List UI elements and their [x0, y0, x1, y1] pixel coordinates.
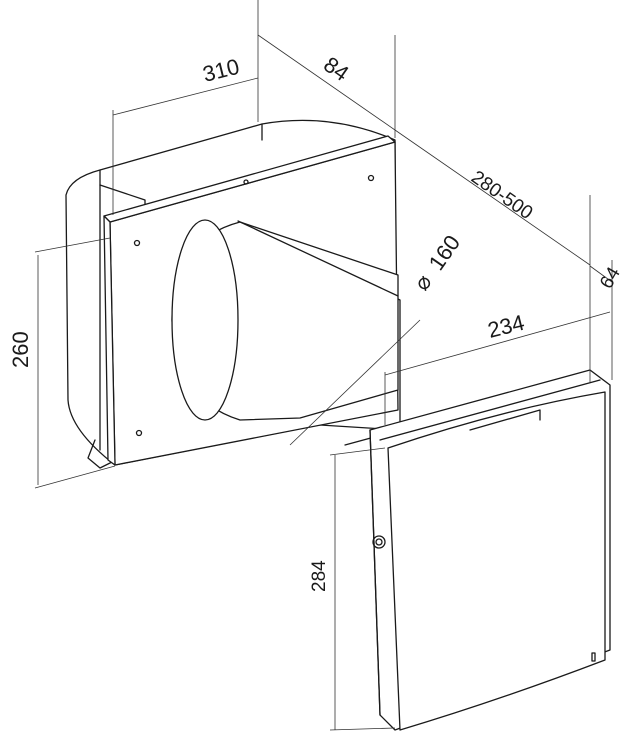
dim-280-500: 280-500	[467, 167, 536, 224]
pipe-front-section	[171, 219, 399, 421]
dim-diameter-symbol: ⌀	[409, 270, 437, 295]
dimension-lines	[34, 0, 613, 731]
dim-284: 284	[309, 560, 330, 592]
front-grille	[369, 369, 611, 731]
dim-160: 160	[424, 230, 466, 274]
dim-234: 234	[485, 310, 527, 343]
dim-260: 260	[8, 331, 33, 368]
dim-310: 310	[200, 54, 242, 87]
dim-64: 64	[596, 263, 625, 292]
